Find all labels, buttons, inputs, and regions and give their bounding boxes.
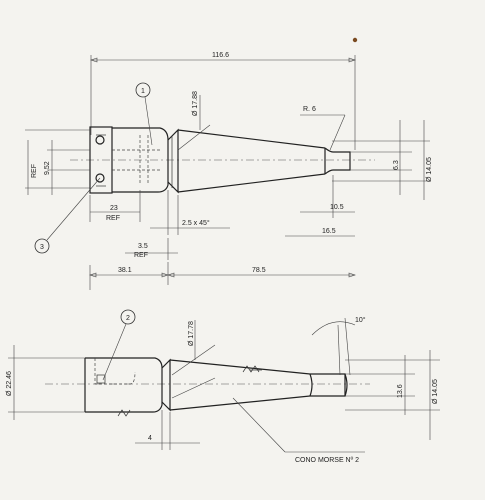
dim-diam-14-05-bottom: Ø 14.05 (432, 379, 439, 404)
dim-23: 23 (110, 205, 118, 212)
balloon-2 (120, 309, 136, 325)
dim-16-5: 16.5 (322, 228, 336, 235)
dim-4: 4 (148, 435, 152, 442)
balloon-1 (135, 82, 151, 98)
balloon-3 (34, 238, 50, 254)
dim-diam-22-46: Ø 22.46 (6, 371, 13, 396)
top-shank-view: 116.6 Ø 17.88 R. 6 (25, 52, 433, 290)
dim-13-6: 13.6 (397, 384, 404, 398)
dim-diam-17-88: Ø 17.88 (192, 91, 199, 116)
dim-chamfer: 2.5 x 45° (182, 219, 210, 227)
balloon-3-label: 3 (40, 244, 44, 251)
dim-38-1: 38.1 (118, 267, 132, 274)
dim-radius: R. 6 (303, 106, 316, 113)
dim-diam-17-78: Ø 17.78 (188, 321, 195, 346)
dim-3-5: 3.5 (138, 243, 148, 250)
dim-10-5: 10.5 (330, 204, 344, 211)
stray-mark (352, 37, 358, 43)
dim-overall-length: 116.6 (212, 52, 229, 59)
ref-label-left: REF (31, 164, 38, 178)
balloon-1-label: 1 (141, 88, 145, 95)
dim-78-5: 78.5 (252, 267, 266, 274)
dim-6-3: 6.3 (393, 160, 400, 170)
taper-note: CONO MORSE Nº 2 (295, 457, 359, 464)
dim-diam-14-05-top: Ø 14.05 (426, 157, 433, 182)
bottom-shank-view: Ø 17.78 Ø 22.46 10° 13.6 Ø 14.05 4 CONO … (6, 309, 440, 464)
ref-label-23: REF (106, 215, 120, 222)
dim-angle: 10° (355, 316, 366, 324)
ref-label-3-5: REF (134, 252, 148, 259)
balloon-2-label: 2 (126, 315, 130, 322)
dim-9-52: 9.52 (44, 161, 51, 175)
